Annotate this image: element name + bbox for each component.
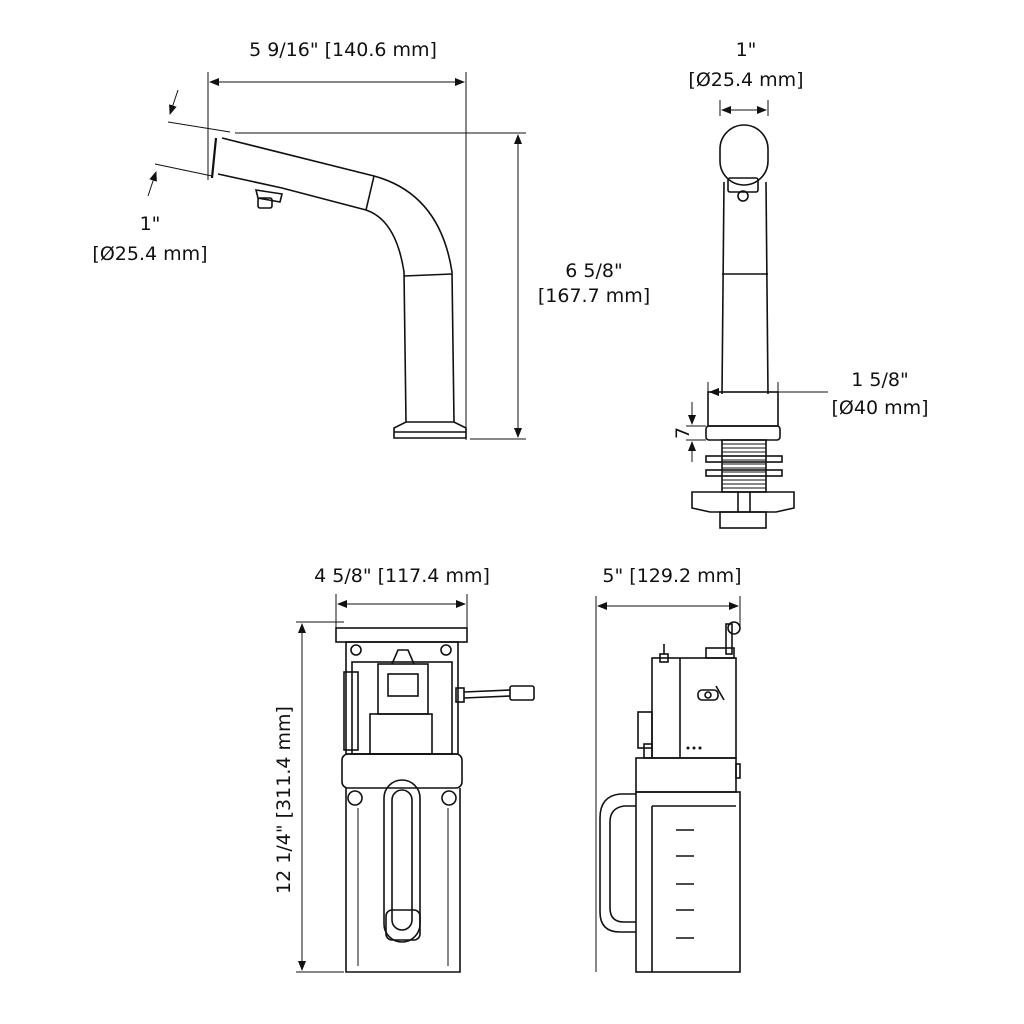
front-base-label-inch: 1 5/8" (851, 369, 908, 391)
thread-lines (722, 443, 766, 489)
front-top-label-inch: 1" (736, 39, 757, 61)
front-top-label-mm: [Ø25.4 mm] (688, 69, 803, 91)
box-width-label: 4 5/8" [117.4 mm] (314, 565, 490, 587)
spout-diameter-label-mm: [Ø25.4 mm] (92, 243, 207, 265)
faucet-side-view: 5 9/16" [140.6 mm] 6 5/8" [167.7 mm] 1" … (92, 39, 650, 440)
box-side-width-label: 5" [129.2 mm] (602, 565, 741, 587)
faucet-height-label-inch: 6 5/8" (565, 260, 622, 282)
control-box-front-body (335, 627, 535, 973)
box-height-label: 12 1/4" [311.4 mm] (273, 706, 295, 894)
control-box-side-body (599, 621, 741, 973)
faucet-width-label: 5 9/16" [140.6 mm] (249, 39, 437, 61)
front-base-label-mm: [Ø40 mm] (831, 397, 928, 419)
control-box-side-view: 5" [129.2 mm] (595, 565, 742, 973)
spout-diameter-label-inch: 1" (140, 213, 161, 235)
faucet-front-view: 1" [Ø25.4 mm] (672, 39, 929, 529)
faucet-front-body (691, 124, 795, 529)
faucet-height-label-mm: [167.7 mm] (538, 285, 650, 307)
front-small-dimension-label: 7 (672, 427, 694, 439)
faucet-spout-body (210, 137, 467, 439)
control-box-front-view: 4 5/8" [117.4 mm] 12 1/4" [311.4 mm] (273, 565, 535, 973)
